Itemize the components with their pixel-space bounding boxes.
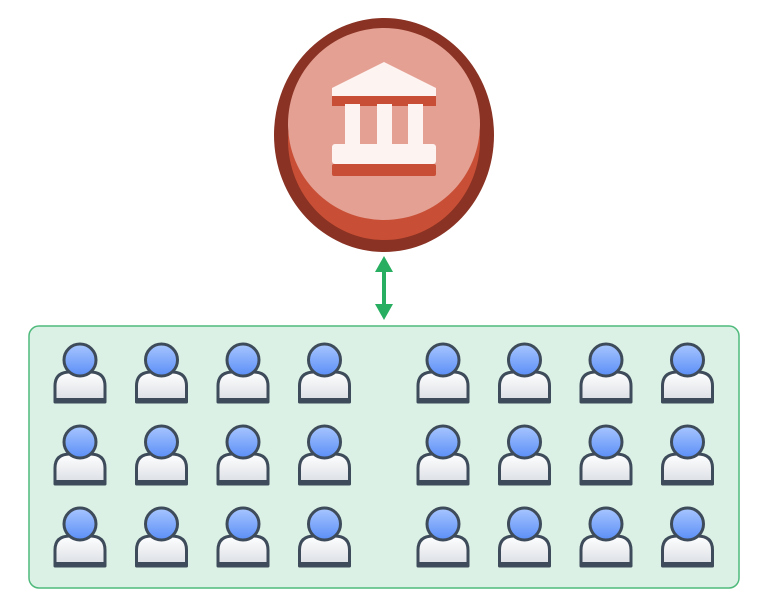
- person-icon: [416, 424, 470, 486]
- group-container: [28, 325, 740, 589]
- person-icon: [498, 424, 551, 486]
- person-icon: [416, 506, 470, 568]
- person-icon: [53, 506, 107, 568]
- bank-building-icon: [332, 62, 436, 176]
- person-icon: [216, 424, 270, 486]
- person-icon: [135, 342, 188, 404]
- bank-hub: [274, 18, 494, 252]
- person-icon: [498, 342, 551, 404]
- person-icon: [298, 424, 351, 486]
- double-headed-arrow-icon: [375, 256, 393, 320]
- person-icon: [498, 506, 551, 568]
- person-icon: [53, 342, 107, 404]
- person-icon: [216, 342, 270, 404]
- person-icon: [579, 342, 633, 404]
- person-icon: [661, 342, 714, 404]
- person-icon: [53, 424, 107, 486]
- person-icon: [661, 424, 714, 486]
- person-icon: [579, 506, 633, 568]
- people-grid: [53, 342, 714, 568]
- person-icon: [416, 342, 470, 404]
- person-icon: [216, 506, 270, 568]
- person-icon: [135, 506, 188, 568]
- person-icon: [298, 342, 351, 404]
- person-icon: [661, 506, 714, 568]
- person-icon: [579, 424, 633, 486]
- person-icon: [135, 424, 188, 486]
- person-icon: [298, 506, 351, 568]
